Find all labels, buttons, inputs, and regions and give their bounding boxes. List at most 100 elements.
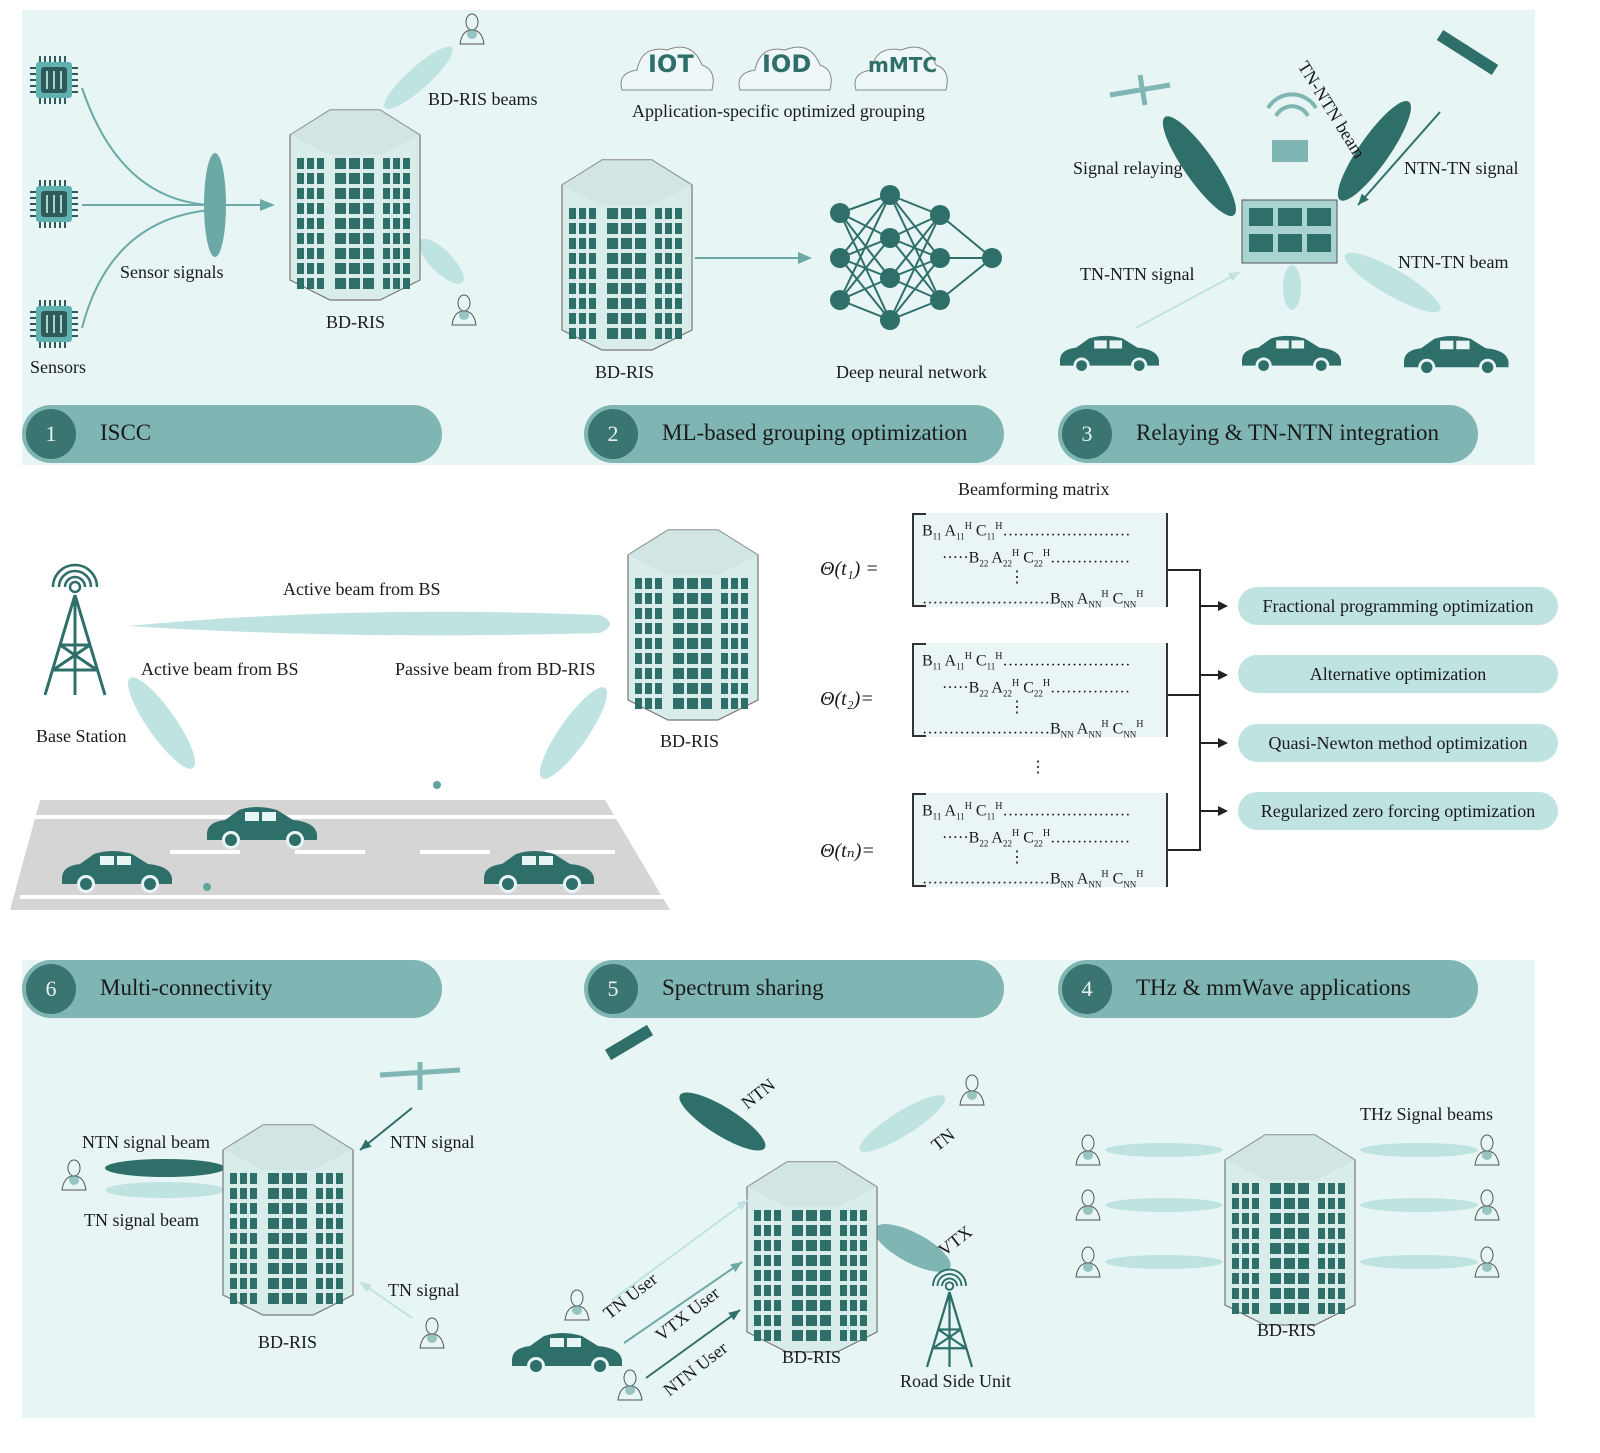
building-window — [297, 248, 304, 259]
tn-ntn-signal-arrow-head — [1228, 272, 1240, 282]
building-window — [635, 223, 646, 234]
bdris-label-5: BD-RIS — [782, 1347, 842, 1367]
building-window — [731, 608, 738, 619]
building-window — [792, 1240, 803, 1251]
building-window — [621, 268, 632, 279]
building-window — [754, 1315, 761, 1326]
matrix-row: B11 A11H C11H…………………… — [922, 801, 1131, 822]
building-window — [1338, 1243, 1345, 1254]
bdris-building-icon — [746, 1161, 878, 1353]
user-icon — [459, 13, 485, 45]
bdris-label-1: BD-RIS — [326, 312, 386, 332]
nn-node — [880, 268, 900, 288]
building-window — [297, 278, 304, 289]
building-window — [268, 1188, 279, 1199]
building-window — [1284, 1243, 1295, 1254]
building-window — [240, 1248, 247, 1259]
building-window — [1318, 1303, 1325, 1314]
building-window — [336, 1293, 343, 1304]
building-window — [792, 1285, 803, 1296]
building-window — [754, 1225, 761, 1236]
building-window — [1242, 1273, 1249, 1284]
signal-relaying-label: Signal relaying — [1073, 158, 1183, 178]
building-window — [336, 1218, 343, 1229]
building-window — [1242, 1198, 1249, 1209]
building-window — [589, 238, 596, 249]
building-window — [393, 158, 400, 169]
building-window — [701, 668, 712, 679]
panel-5-header: 5 Spectrum sharing — [584, 960, 1004, 1018]
building-window — [741, 578, 748, 589]
building-window — [1232, 1198, 1239, 1209]
building-window — [840, 1330, 847, 1341]
building-window — [1284, 1228, 1295, 1239]
building-window — [317, 188, 324, 199]
building-window — [1328, 1228, 1335, 1239]
matrix-t2: B11 A11H C11H……………………·····B22 A22H C22H…… — [912, 643, 1168, 740]
building-window — [607, 298, 618, 309]
building-window — [1318, 1288, 1325, 1299]
building-window — [316, 1218, 323, 1229]
nn-edge — [839, 194, 891, 259]
building-window — [1242, 1258, 1249, 1269]
bdris-beam-up — [384, 46, 453, 110]
nn-node — [830, 290, 850, 310]
building-window — [1242, 1183, 1249, 1194]
building-window — [1338, 1183, 1345, 1194]
building-window — [645, 653, 652, 664]
matrix-row: B11 A11H C11H…………………… — [922, 651, 1131, 672]
relay-panel-cell — [1278, 208, 1302, 226]
building-window — [741, 593, 748, 604]
building-window — [731, 668, 738, 679]
building-window — [403, 203, 410, 214]
building-window — [621, 208, 632, 219]
building-window — [721, 578, 728, 589]
building-window — [403, 263, 410, 274]
panel-1-number: 1 — [26, 409, 76, 459]
building-window — [349, 233, 360, 244]
tn-user-arrow — [611, 1199, 749, 1301]
building-window — [764, 1330, 771, 1341]
building-window — [687, 668, 698, 679]
building-window — [731, 578, 738, 589]
panel-6-header: 6 Multi-connectivity — [22, 960, 442, 1018]
building-window — [307, 248, 314, 259]
building-window — [335, 158, 346, 169]
building-window — [349, 158, 360, 169]
building-window — [1338, 1213, 1345, 1224]
beamforming-matrix-title: Beamforming matrix — [958, 479, 1110, 499]
building-window — [403, 278, 410, 289]
building-window — [675, 313, 682, 324]
road-side-unit-tower-icon — [925, 1268, 974, 1369]
building-window — [820, 1240, 831, 1251]
building-window — [721, 638, 728, 649]
building-window — [665, 208, 672, 219]
building-window — [316, 1203, 323, 1214]
building-window — [721, 698, 728, 709]
user-icon — [451, 294, 477, 326]
building-window — [296, 1278, 307, 1289]
building-window — [268, 1173, 279, 1184]
building-window — [393, 218, 400, 229]
building-window — [393, 248, 400, 259]
building-window — [635, 208, 646, 219]
panel-2-number: 2 — [588, 409, 638, 459]
building-window — [393, 278, 400, 289]
building-window — [621, 328, 632, 339]
panel-3-header: 3 Relaying & TN-NTN integration — [1058, 405, 1478, 463]
building-window — [230, 1173, 237, 1184]
building-window — [317, 203, 324, 214]
building-window — [675, 328, 682, 339]
building-window — [230, 1278, 237, 1289]
panel-3-number: 3 — [1062, 409, 1112, 459]
drone-camera-icon — [1272, 140, 1308, 162]
building-window — [673, 698, 684, 709]
building-window — [230, 1293, 237, 1304]
cloud-iot-label: IOT — [648, 50, 694, 78]
building-window — [731, 593, 738, 604]
cloud-icon — [854, 46, 948, 91]
building-window — [754, 1330, 761, 1341]
building-window — [326, 1293, 333, 1304]
building-window — [393, 203, 400, 214]
building-window — [383, 173, 390, 184]
